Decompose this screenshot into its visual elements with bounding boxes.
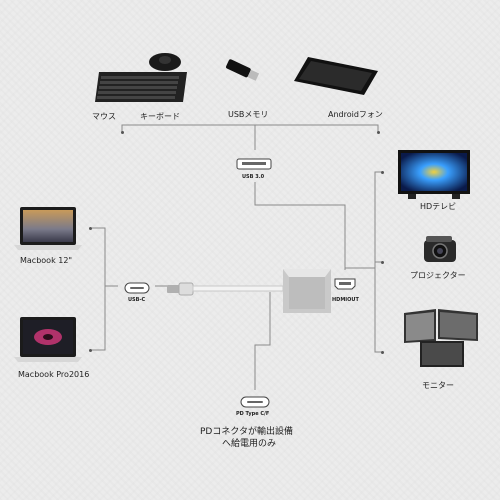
hdmi-port-icon bbox=[334, 275, 356, 290]
pd-port-label: PD Type C/F bbox=[236, 411, 270, 417]
android-phone-label: Androidフォン bbox=[328, 110, 383, 119]
dot-top-left bbox=[121, 131, 124, 134]
left-bracket-line bbox=[92, 227, 106, 351]
hdmi-out-label: HDMIOUT bbox=[332, 297, 359, 303]
macbook12-label: Macbook 12" bbox=[20, 256, 73, 265]
dot-right-top bbox=[381, 171, 384, 174]
macbook-pro-label: Macbook Pro2016 bbox=[18, 370, 90, 379]
dot-right-mid bbox=[381, 261, 384, 264]
usb-to-adapter-line bbox=[254, 182, 346, 270]
projector-image bbox=[418, 232, 462, 266]
pd-note-line1: PDコネクタが輸出設備 bbox=[200, 427, 293, 437]
keyboard-label: キーボード bbox=[140, 112, 180, 121]
usbc-label: USB-C bbox=[128, 297, 146, 303]
usb3-label: USB 3.0 bbox=[242, 174, 265, 180]
dot-top-right bbox=[377, 131, 380, 134]
projector-label: プロジェクター bbox=[410, 271, 466, 280]
hd-tv-label: HDテレビ bbox=[420, 202, 457, 211]
usbc-port-icon bbox=[124, 279, 150, 294]
usb-memory-label: USBメモリ bbox=[228, 110, 269, 119]
macbook-pro-image bbox=[14, 315, 82, 363]
keyboard-image bbox=[95, 70, 187, 104]
hd-tv-image bbox=[398, 150, 470, 200]
dot-right-bottom bbox=[381, 351, 384, 354]
hdmi-to-right-line bbox=[344, 267, 375, 270]
adapter-image bbox=[165, 265, 335, 317]
pd-port-icon bbox=[240, 393, 270, 408]
pd-note-line2: へ給電用のみ bbox=[222, 439, 277, 449]
monitor-image bbox=[400, 305, 480, 369]
usb-memory-image bbox=[222, 55, 262, 85]
dot-left-top bbox=[89, 227, 92, 230]
monitor-label: モニター bbox=[422, 381, 454, 390]
pd-to-adapter-line bbox=[254, 292, 271, 390]
top-bracket-line bbox=[121, 124, 379, 132]
android-phone-image bbox=[292, 55, 382, 97]
mouse-label: マウス bbox=[92, 112, 116, 121]
usb3-port-icon bbox=[236, 155, 272, 170]
macbook12-image bbox=[14, 205, 82, 251]
mouse-image bbox=[148, 52, 182, 72]
dot-left-bottom bbox=[89, 349, 92, 352]
